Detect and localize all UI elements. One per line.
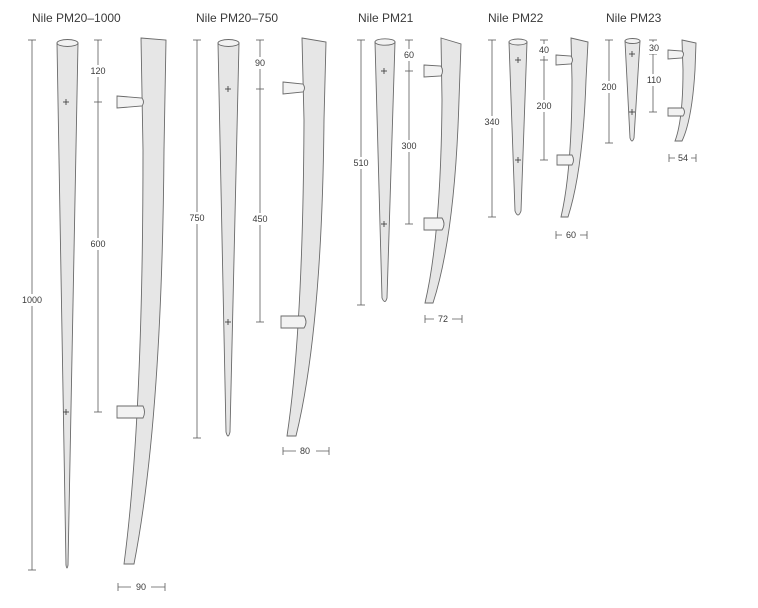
wall-bracket — [280, 315, 307, 329]
top-offset-label: 120 — [90, 66, 105, 76]
front-top-ellipse — [508, 38, 528, 46]
mount-spacing-label: 450 — [252, 214, 267, 224]
height-label: 510 — [353, 158, 368, 168]
height-label: 750 — [189, 213, 204, 223]
top-offset-label: 60 — [404, 50, 414, 60]
wall-bracket — [116, 95, 144, 109]
model-title: Nile PM23 — [606, 11, 662, 25]
wall-bracket — [423, 64, 443, 78]
model-pm20-750: Nile PM20–750 750 90 450 80 — [185, 11, 330, 457]
wall-bracket — [556, 154, 574, 166]
side-view-shape — [424, 37, 462, 304]
depth-label: 72 — [438, 314, 448, 324]
wall-bracket — [116, 405, 145, 419]
side-view-shape — [674, 39, 697, 142]
model-title: Nile PM22 — [488, 11, 544, 25]
depth-label: 90 — [136, 582, 146, 592]
side-view-shape — [123, 37, 167, 565]
mount-spacing-label: 600 — [90, 239, 105, 249]
height-label: 1000 — [22, 295, 42, 305]
model-title: Nile PM20–1000 — [32, 11, 121, 25]
front-view-shape — [374, 41, 396, 302]
front-view-shape — [217, 42, 240, 437]
model-pm20-1000: Nile PM20–1000 1000 120 600 90 — [20, 11, 167, 593]
height-label: 340 — [484, 117, 499, 127]
depth-label: 60 — [566, 230, 576, 240]
mount-spacing-label: 200 — [536, 101, 551, 111]
model-title: Nile PM21 — [358, 11, 414, 25]
wall-bracket — [667, 107, 685, 117]
front-top-ellipse — [374, 38, 396, 46]
side-view-shape — [560, 37, 589, 218]
front-view-shape — [624, 40, 641, 142]
model-pm22: Nile PM22 340 40 200 60 — [480, 11, 589, 241]
top-offset-label: 90 — [255, 58, 265, 68]
front-view-shape — [56, 42, 79, 569]
top-offset-label: 30 — [649, 43, 659, 53]
wall-bracket — [555, 54, 573, 66]
wall-bracket — [667, 49, 684, 60]
depth-label: 54 — [678, 153, 688, 163]
model-pm23: Nile PM23 200 30 110 54 — [597, 11, 697, 164]
model-title: Nile PM20–750 — [196, 11, 278, 25]
front-top-ellipse — [56, 39, 79, 47]
top-offset-label: 40 — [539, 45, 549, 55]
front-top-ellipse — [624, 38, 641, 44]
height-label: 200 — [601, 82, 616, 92]
wall-bracket — [423, 217, 445, 231]
mount-spacing-label: 300 — [401, 141, 416, 151]
side-view-shape — [286, 37, 327, 437]
front-view-shape — [508, 41, 528, 216]
wall-bracket — [282, 81, 305, 95]
model-pm21: Nile PM21 510 60 300 72 — [349, 11, 463, 325]
mount-spacing-label: 110 — [647, 75, 661, 85]
depth-label: 80 — [300, 446, 310, 456]
front-top-ellipse — [217, 39, 240, 47]
